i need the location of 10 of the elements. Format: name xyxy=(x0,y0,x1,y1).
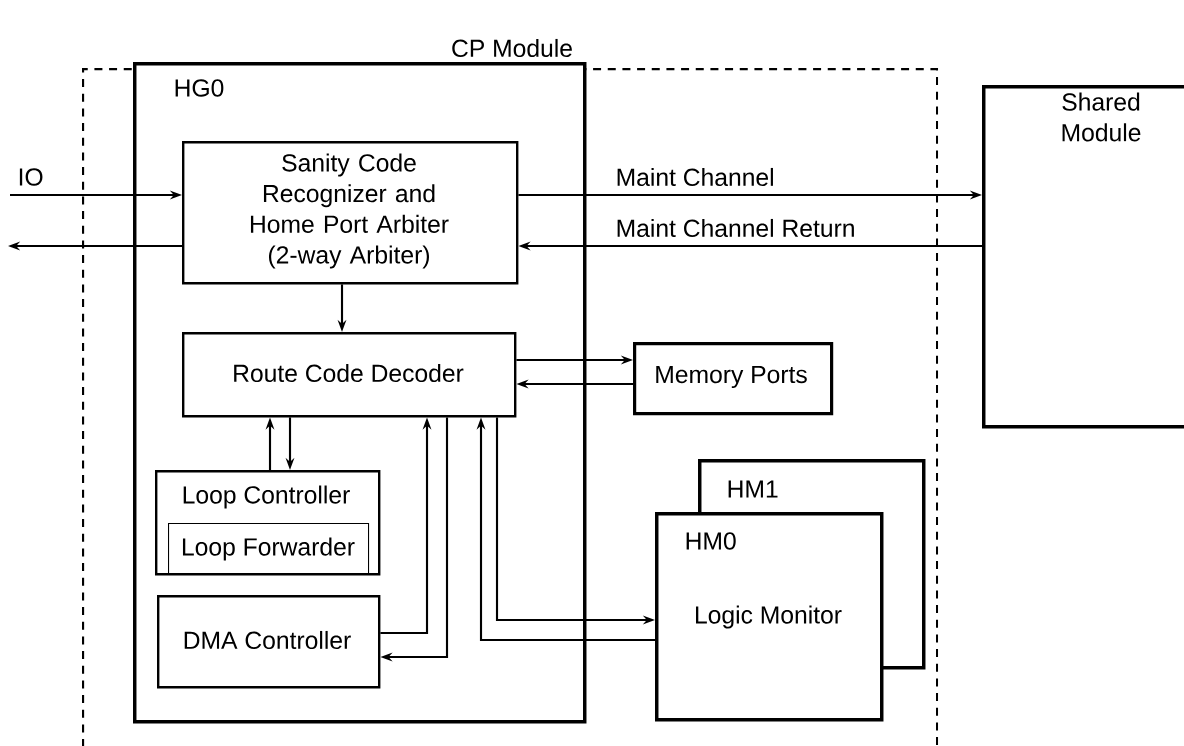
monitor-box: HM0 Logic Monitor xyxy=(655,512,884,722)
edge-label: Maint Channel xyxy=(614,166,776,188)
module-box: Shared Module xyxy=(982,85,1184,429)
block-box: DMA Controller xyxy=(157,595,381,689)
block-box: Sanity Code Recognizer and Home Port Arbiter (2-way Arbiter) xyxy=(182,141,519,285)
block-box: Loop Forwarder xyxy=(168,523,370,575)
block-box: Route Code Decoder xyxy=(182,332,517,418)
edge-label: Maint Channel Return xyxy=(614,217,857,239)
edge-label: IO xyxy=(16,166,45,188)
block-box: Memory Ports xyxy=(633,342,834,416)
